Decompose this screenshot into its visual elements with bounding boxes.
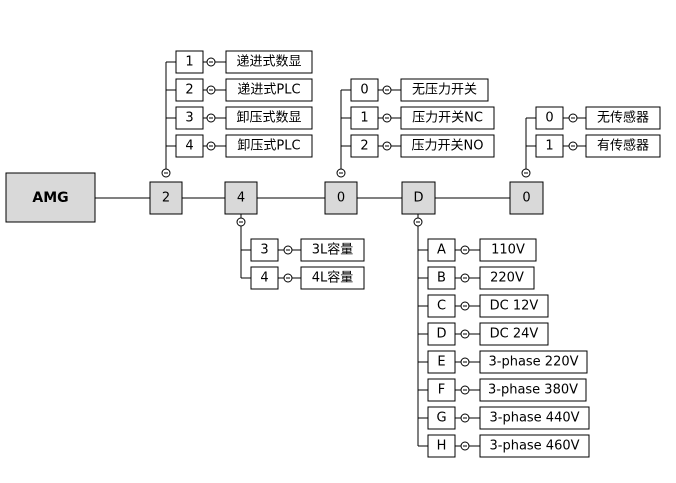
option-2-1: 1 压力开关NC: [350, 106, 495, 130]
option-code: E: [437, 355, 445, 370]
option-code: G: [436, 411, 446, 426]
option-label: 压力开关NC: [412, 111, 483, 126]
option-label: 3-phase 460V: [489, 439, 579, 454]
option-code: 1: [545, 139, 553, 154]
option-1-1: 4 4L容量: [250, 266, 365, 290]
option-code: 4: [185, 139, 193, 154]
position-node-3: D: [401, 181, 436, 447]
option-1-0: 3 3L容量: [250, 238, 365, 262]
option-label: 220V: [490, 271, 524, 286]
option-label: 递进式PLC: [237, 83, 300, 98]
option-3-5: F 3-phase 380V: [427, 378, 587, 402]
option-code: 1: [185, 55, 193, 70]
connector-minus-marks: [164, 61, 575, 447]
option-code: 3: [185, 111, 193, 126]
position-node-4: 0: [509, 117, 544, 215]
option-code: 1: [360, 111, 368, 126]
option-0-2: 3 卸压式数显: [175, 106, 313, 130]
option-code: 4: [260, 271, 268, 286]
option-label: 110V: [491, 243, 525, 258]
option-3-0: A 110V: [427, 238, 537, 262]
option-code: A: [437, 243, 446, 258]
option-3-7: H 3-phase 460V: [427, 434, 590, 458]
option-label: 卸压式PLC: [237, 138, 300, 154]
option-4-1: 1 有传感器: [535, 134, 661, 158]
option-label: DC 12V: [490, 299, 539, 314]
option-label: 4L容量: [312, 270, 354, 286]
option-label: 3-phase 440V: [489, 411, 579, 426]
option-label: 3L容量: [312, 242, 354, 258]
option-code: 0: [545, 111, 553, 126]
option-label: 卸压式数显: [236, 110, 301, 126]
option-3-3: D DC 24V: [427, 322, 549, 346]
root-node: AMG: [5, 172, 96, 223]
option-label: 3-phase 380V: [488, 383, 578, 398]
option-code: 0: [360, 83, 368, 98]
option-3-1: B 220V: [427, 266, 535, 290]
position-node-1: 4: [224, 181, 258, 279]
option-0-0: 1 递进式数显: [175, 50, 313, 74]
option-label: 无传感器: [597, 110, 649, 126]
option-label: 无压力开关: [412, 83, 477, 98]
option-label: DC 24V: [490, 327, 539, 342]
option-label: 递进式数显: [236, 55, 301, 70]
position-node-2: 0: [324, 89, 358, 215]
option-code: C: [437, 299, 446, 314]
option-code: 3: [260, 243, 268, 258]
option-label: 压力开关NO: [412, 139, 484, 154]
option-code: 2: [185, 83, 193, 98]
option-code: F: [438, 383, 445, 398]
position-code: 4: [237, 191, 245, 206]
option-label: 有传感器: [597, 138, 649, 154]
option-2-2: 2 压力开关NO: [350, 134, 495, 158]
option-2-0: 0 无压力开关: [350, 78, 489, 102]
option-code: B: [437, 271, 446, 286]
option-0-1: 2 递进式PLC: [175, 78, 313, 102]
position-code: 0: [522, 191, 530, 206]
option-0-3: 4 卸压式PLC: [175, 134, 313, 158]
option-3-4: E 3-phase 220V: [427, 350, 588, 374]
option-4-0: 0 无传感器: [535, 106, 661, 130]
position-node-0: 2: [149, 61, 183, 215]
position-code: D: [413, 191, 423, 206]
root-label: AMG: [32, 190, 68, 206]
option-code: H: [437, 439, 447, 454]
position-code: 0: [337, 191, 345, 206]
option-code: 2: [360, 139, 368, 154]
option-3-6: G 3-phase 440V: [427, 406, 590, 430]
option-label: 3-phase 220V: [488, 355, 578, 370]
option-code: D: [436, 327, 446, 342]
position-code: 2: [162, 191, 170, 206]
option-3-2: C DC 12V: [427, 294, 549, 318]
